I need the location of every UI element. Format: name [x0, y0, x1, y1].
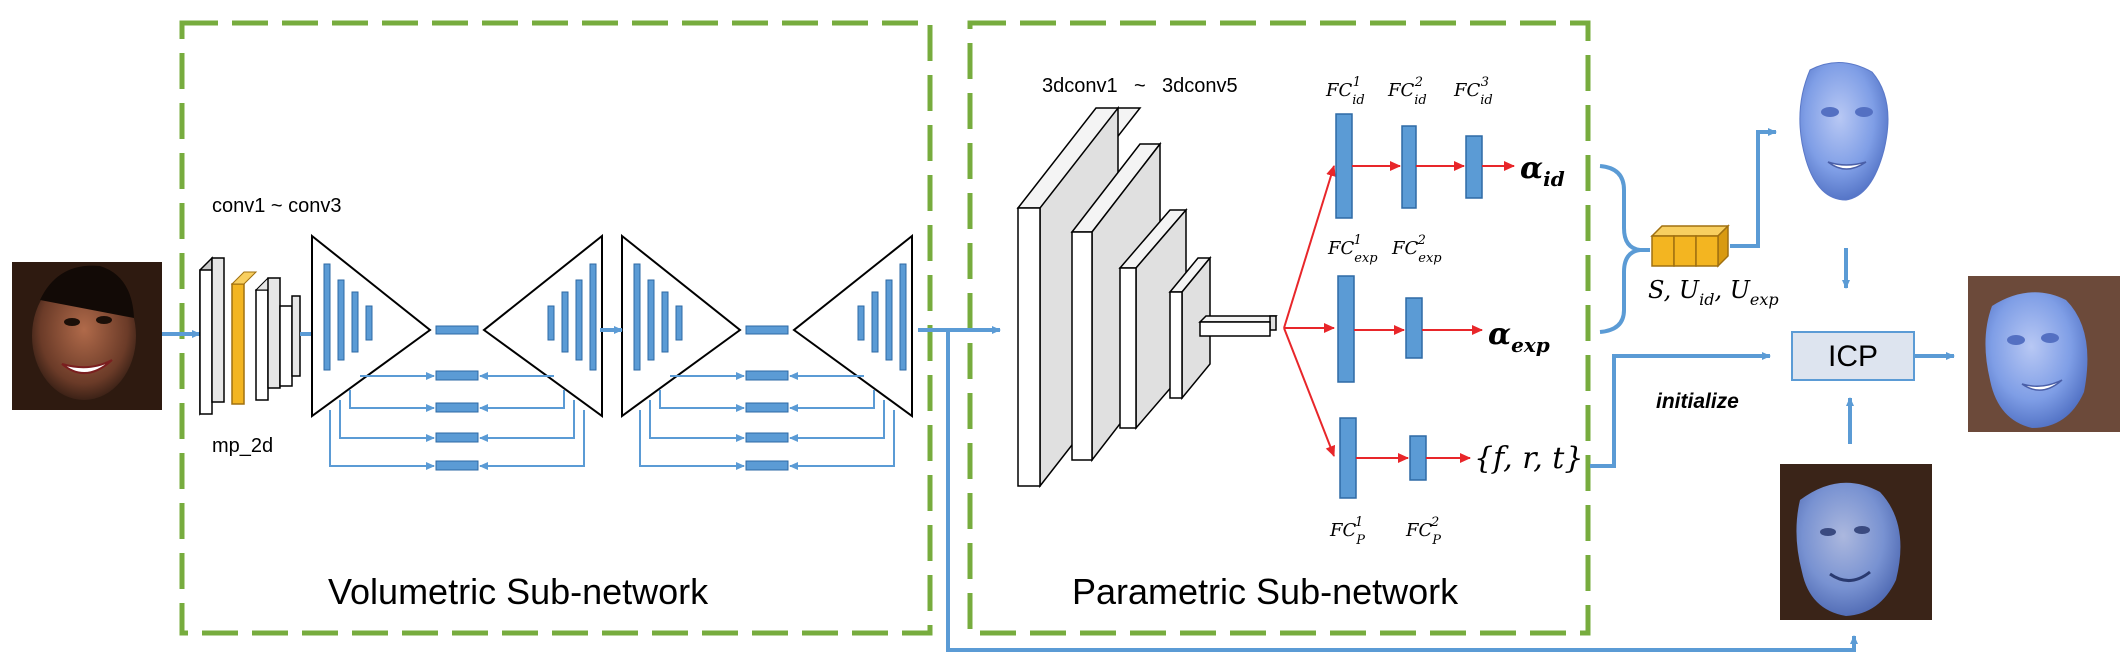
skip-line	[789, 410, 895, 470]
fc-id-3-label: FCid3	[1453, 75, 1493, 108]
skip-line	[329, 410, 435, 470]
skip-line	[789, 400, 885, 442]
svg-text:FCexp1: FCexp1	[1327, 233, 1378, 266]
fc-link-arrows	[1352, 161, 1515, 463]
alpha-exp-output: αexp	[1488, 317, 1550, 357]
svg-text:FCP1: FCP1	[1329, 515, 1365, 548]
decoder-bar	[899, 263, 907, 371]
encoder-bar	[337, 279, 345, 361]
basis-to-mesh-arrow	[1730, 128, 1777, 248]
skip-line	[339, 400, 435, 442]
basis-label: S, Uid, Uexp	[1648, 276, 1779, 309]
decoder-bar	[885, 279, 893, 361]
conv3d-volumes	[1016, 105, 1278, 489]
skip-bar	[745, 370, 789, 381]
decoder-bar	[871, 291, 879, 353]
skip-bar	[435, 432, 479, 443]
icp-box	[1791, 331, 1915, 381]
icp-label: ICP	[1828, 340, 1878, 373]
alpha-id-output: αid	[1520, 151, 1565, 191]
output-brace	[1599, 164, 1641, 334]
bottleneck-bar	[435, 325, 479, 335]
encoder-bar	[323, 263, 331, 371]
fc-id-2-label: FCid2	[1387, 75, 1427, 108]
fc-p-1	[1339, 417, 1357, 499]
fc-exp-2-label: FCexp2	[1391, 233, 1442, 266]
basis-block	[1650, 224, 1730, 268]
initialize-label: initialize	[1656, 390, 1739, 413]
conv3d-tilde: ~	[1134, 75, 1146, 97]
decoder-bar	[547, 305, 555, 341]
svg-text:FCid2: FCid2	[1387, 75, 1427, 108]
skip-bar	[745, 432, 789, 443]
hourglass-module-1	[311, 233, 603, 471]
fc-layers	[1335, 113, 1483, 499]
fc-id-3	[1465, 135, 1483, 199]
parametric-title: Parametric Sub-network	[1072, 571, 1459, 612]
bottleneck-bar	[745, 325, 789, 335]
skip-line	[479, 400, 575, 442]
skip-line	[479, 390, 565, 412]
fc-id-1-label: FCid1	[1325, 75, 1365, 108]
svg-text:FCP2: FCP2	[1405, 515, 1441, 548]
skip-line	[789, 390, 875, 412]
skip-line	[639, 410, 745, 470]
decoder-bar	[857, 305, 865, 341]
overlay-face-image	[1780, 464, 1932, 620]
fc-p-2	[1409, 435, 1427, 481]
pool-label: mp_2d	[212, 435, 273, 457]
svg-text:FCid3: FCid3	[1453, 75, 1493, 108]
encoder-bar	[351, 291, 359, 353]
fc-p-2-label: FCP2	[1405, 515, 1441, 548]
input-face-image	[12, 262, 162, 410]
skip-bar	[435, 460, 479, 471]
svg-text:FCid1: FCid1	[1325, 75, 1365, 108]
reconstructed-mesh	[1799, 61, 1889, 201]
conv-range-label: conv1 ~ conv3	[212, 195, 342, 217]
decoder-triangle	[792, 233, 913, 418]
encoder-bar	[647, 279, 655, 361]
pose-output: {f, r, t}	[1474, 441, 1583, 476]
encoder-bar	[365, 305, 373, 341]
skip-bar	[745, 460, 789, 471]
decoder-bar	[589, 263, 597, 371]
fc-exp-1-label: FCexp1	[1327, 233, 1378, 266]
encoder-bar	[633, 263, 641, 371]
fc-exp-1	[1337, 275, 1355, 383]
skip-line	[479, 410, 585, 470]
fc-id-2	[1401, 125, 1417, 209]
hourglass-module-2	[621, 233, 913, 471]
decoder-bar	[575, 279, 583, 361]
encoder-bar	[675, 305, 683, 341]
skip-bar	[435, 402, 479, 413]
skip-line	[349, 390, 435, 412]
volumetric-title: Volumetric Sub-network	[328, 571, 709, 612]
fc-id-1	[1335, 113, 1353, 219]
conv3d-start-label: 3dconv1	[1042, 75, 1118, 97]
conv-layers	[199, 256, 301, 416]
final-aligned-result	[1968, 276, 2120, 432]
fc-branch-arrows	[1283, 165, 1336, 457]
input-skip-arrow	[946, 330, 1858, 652]
fc-exp-2	[1405, 297, 1423, 359]
svg-text:FCexp2: FCexp2	[1391, 233, 1442, 266]
skip-line	[659, 390, 745, 412]
conv3d-end-label: 3dconv5	[1162, 75, 1238, 97]
skip-line	[649, 400, 745, 442]
decoder-bar	[561, 291, 569, 353]
initialize-arrow	[1590, 352, 1771, 468]
skip-bar	[745, 402, 789, 413]
fc-p-1-label: FCP1	[1329, 515, 1365, 548]
decoder-triangle	[482, 233, 603, 418]
skip-bar	[435, 370, 479, 381]
encoder-bar	[661, 291, 669, 353]
